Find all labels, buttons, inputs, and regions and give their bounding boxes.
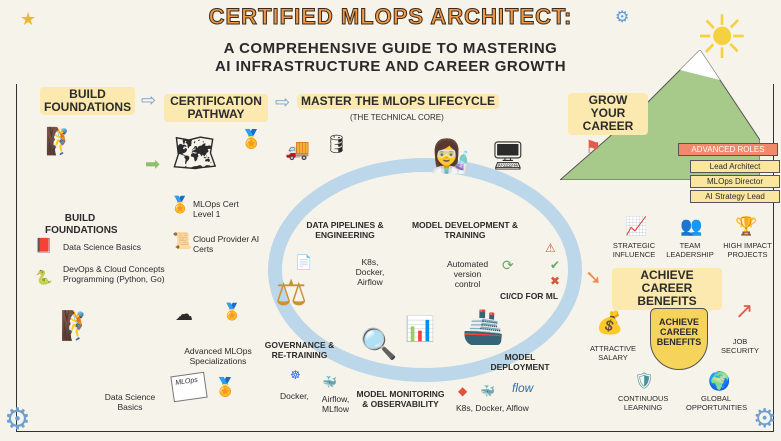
- kubernetes-icon: ☸: [290, 368, 301, 382]
- rising-arrow-icon: ↗: [735, 298, 754, 323]
- arrow-right-icon: ⇨: [141, 90, 157, 110]
- document-icon: 📄: [295, 254, 313, 270]
- python-icon: 🐍: [35, 269, 53, 285]
- stage-lifecycle: MASTER THE MLOPS LIFECYCLE: [297, 94, 500, 110]
- stage-grow-career: GROW YOUR CAREER: [568, 93, 648, 135]
- benefits-shield: ACHIEVE CAREER BENEFITS: [650, 308, 708, 370]
- scientist-icon: 👩‍🔬: [430, 138, 470, 174]
- trophy-icon: 🏆: [735, 216, 758, 236]
- map-icon: 🗺: [172, 132, 218, 173]
- book-icon: 📕: [35, 237, 53, 253]
- certificate-icon: 📜: [172, 233, 192, 250]
- arrow-right-icon: ➡: [145, 154, 161, 174]
- role-item: AI Strategy Lead: [690, 190, 780, 203]
- cloud-database-icon: ☁: [175, 304, 193, 324]
- pipeline-icon: 🛢: [325, 134, 348, 154]
- people-climbing-stairs-icon: 🧗: [45, 126, 78, 156]
- skill-item: HIGH IMPACT PROJECTS: [723, 241, 772, 259]
- team-icon: 👥: [680, 216, 703, 236]
- badge-icon: 🏅: [214, 377, 237, 397]
- growth-chart-icon: 📈: [625, 216, 648, 236]
- globe-icon: 🌍: [708, 371, 731, 391]
- foundations-bottom-label: Data Science Basics: [104, 392, 156, 412]
- foundation-item: Data Science Basics: [63, 242, 141, 252]
- scales-icon: ⚖: [275, 272, 308, 313]
- benefit-item: JOB SECURITY: [721, 337, 759, 355]
- lifecycle-monitoring: MODEL MONITORING & OBSERVABILITY: [356, 389, 445, 409]
- advanced-roles-banner: ADVANCED ROLES: [678, 143, 778, 156]
- cargo-ship-icon: 🚢: [462, 308, 505, 346]
- role-item: Lead Architect: [690, 160, 780, 173]
- benefit-item: ATTRACTIVE SALARY: [589, 344, 637, 362]
- cloud-server-icon: 🖥: [490, 140, 526, 171]
- foundation-item: DevOps & Cloud Concepts Programming (Pyt…: [63, 264, 165, 284]
- truck-icon: 🚚: [285, 139, 310, 161]
- border-frame: [16, 84, 774, 432]
- cicd-loop-icon: ⟳: [502, 257, 514, 273]
- benefit-item: GLOBAL OPPORTUNITIES: [686, 394, 748, 412]
- lifecycle-subtitle: (THE TECHNICAL CORE): [350, 113, 444, 122]
- stage-certification-pathway: CERTIFICATION PATHWAY: [164, 94, 268, 123]
- foundations-heading: BUILD FOUNDATIONS: [45, 213, 118, 236]
- benefit-item: CONTINUOUS LEARNING: [618, 394, 669, 412]
- git-icon: ◆: [458, 384, 468, 398]
- certificate-icon: MLOps: [170, 371, 208, 403]
- page-title: CERTIFIED MLOPS ARCHITECT:: [208, 4, 573, 30]
- lifecycle-deployment: MODEL DEPLOYMENT: [490, 352, 550, 372]
- tools-governance-b: Airflow, MLflow: [321, 394, 350, 414]
- badge-icon: 🏅: [240, 129, 263, 149]
- tools-deployment: K8s, Docker, Alflow: [456, 403, 529, 413]
- certificate-label: MLOps: [174, 376, 199, 387]
- benefits-heading: ACHIEVE CAREER BENEFITS: [612, 268, 722, 310]
- tools-governance-a: Docker,: [280, 391, 309, 401]
- lifecycle-governance: GOVERNANCE & RE-TRAINING: [264, 340, 335, 360]
- cert-advanced: Advanced MLOps Specializations: [184, 346, 252, 366]
- role-item: MLOps Director: [690, 175, 780, 188]
- people-climbing-stairs-icon: 🧗: [60, 310, 95, 341]
- arrow-right-icon: ⇨: [275, 92, 291, 112]
- money-bag-icon: 💰: [596, 310, 624, 335]
- error-icon: ✖: [550, 274, 561, 288]
- cert-cloud-provider: Cloud Provider AI Certs: [193, 234, 260, 254]
- bar-chart-icon: 📊: [405, 316, 435, 343]
- flow-logo: flow: [512, 381, 534, 395]
- skill-item: TEAM LEADERSHIP: [666, 241, 714, 259]
- skill-item: STRATEGIC INFLUENCE: [612, 241, 656, 259]
- lifecycle-cicd: CI/CD FOR ML: [500, 291, 559, 301]
- shield-check-icon: 🛡: [634, 373, 655, 390]
- lifecycle-model-development: MODEL DEVELOPMENT & TRAINING: [411, 220, 519, 240]
- lifecycle-data-pipelines: DATA PIPELINES & ENGINEERING: [306, 220, 384, 240]
- arrow-right-icon: ➘: [585, 267, 602, 289]
- subtitle-line-1: A COMPREHENSIVE GUIDE TO MASTERING: [223, 40, 558, 57]
- docker-icon: 🐳: [322, 375, 337, 389]
- stage-build-foundations: BUILD FOUNDATIONS: [40, 87, 135, 116]
- gear-icon: ⚙: [4, 403, 31, 436]
- magnifier-chart-icon: 🔍: [360, 328, 398, 361]
- lifecycle-cycle-arrows: [268, 158, 582, 382]
- lifecycle-version-control: Automated version control: [446, 259, 489, 289]
- flag-icon: ⚑: [585, 137, 602, 157]
- docker-icon: 🐳: [480, 384, 495, 398]
- star-icon: ★: [20, 9, 37, 29]
- cert-level-1: MLOps Cert Level 1: [193, 199, 239, 219]
- check-icon: ✔: [550, 258, 561, 272]
- badge-icon: 🏅: [170, 197, 190, 214]
- lifecycle-tools: K8s, Docker, Airflow: [355, 257, 385, 287]
- gear-icon: ⚙: [753, 403, 777, 433]
- subtitle-line-2: AI INFRASTRUCTURE AND CAREER GROWTH: [214, 58, 567, 75]
- gear-icon: ⚙: [615, 9, 630, 26]
- badge-icon: 🏅: [222, 304, 242, 321]
- warning-icon: ⚠: [545, 241, 556, 255]
